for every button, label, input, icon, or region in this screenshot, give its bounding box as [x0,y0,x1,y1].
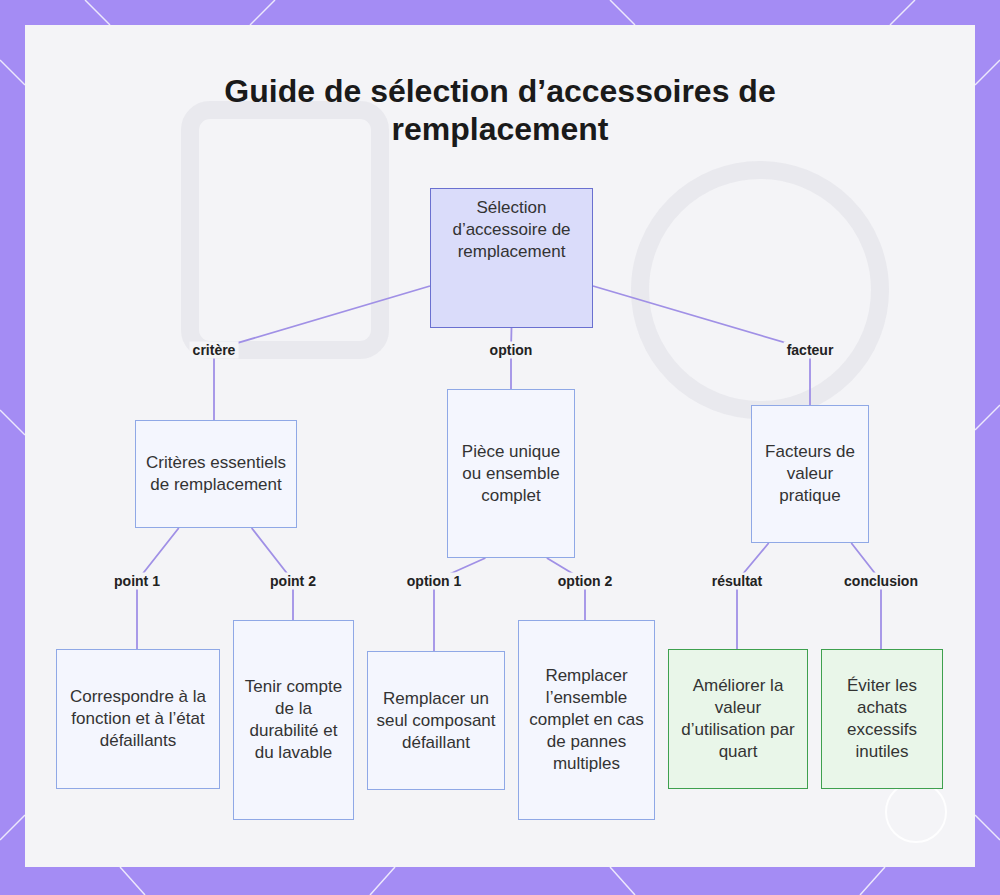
border-line [975,60,1000,85]
result-box: Éviter les achats excessifs inutiles [821,649,943,789]
process-box: Remplacer un seul composant défaillant [367,651,505,790]
connector [214,286,430,420]
edge-label: option 1 [404,573,464,590]
node-text: Correspondre à la fonction et à l’état d… [65,686,211,752]
result-box: Améliorer la valeur d’utilisation par qu… [668,649,808,789]
node-text: Sélection d’accessoire de remplacement [439,197,584,263]
node-text: Pièce unique ou ensemble complet [456,441,566,507]
process-box: Critères essentiels de remplacement [135,420,297,528]
node-text: Éviter les achats excessifs inutiles [830,675,934,763]
edge-label: résultat [709,573,766,590]
border-line [85,0,110,25]
connector [593,286,810,405]
node-text: Améliorer la valeur d’utilisation par qu… [677,675,799,763]
border-line [0,815,25,840]
node-text: Remplacer un seul composant défaillant [376,688,496,754]
border-line [975,815,1000,840]
border-line [250,0,275,25]
logo-watermark [886,782,946,842]
border-line [975,405,1000,430]
border-line [610,0,635,25]
node-text: Facteurs de valeur pratique [760,441,860,507]
connector [851,543,881,649]
process-box: Correspondre à la fonction et à l’état d… [56,649,220,789]
border-line [120,867,145,895]
edge-label: option 2 [555,573,615,590]
border-line [0,60,25,85]
process-box: Facteurs de valeur pratique [751,405,869,543]
edge-label: conclusion [841,573,921,590]
border-line [610,867,635,895]
process-box: Pièce unique ou ensemble complet [447,389,575,558]
connector [737,543,769,649]
edge-label: facteur [784,342,837,359]
process-box: Tenir compte de la durabilité et du lava… [233,620,354,820]
background-shape [190,110,380,350]
background-shape [640,170,880,410]
diagram-title: Guide de sélection d’accessoires de remp… [180,72,820,148]
border-line [0,410,25,435]
node-text: Critères essentiels de remplacement [144,452,288,496]
edge-label: point 1 [111,573,163,590]
border-line [860,867,885,895]
node-text: Remplacer l’ensemble complet en cas de p… [527,665,646,775]
node-text: Tenir compte de la durabilité et du lava… [242,676,345,764]
root-box: Sélection d’accessoire de remplacement [430,188,593,328]
border-line [370,867,395,895]
edge-label: option [487,342,536,359]
edge-label: critère [190,342,239,359]
connector [510,328,512,389]
process-box: Remplacer l’ensemble complet en cas de p… [518,620,655,820]
edge-label: point 2 [267,573,319,590]
border-line [890,0,915,25]
